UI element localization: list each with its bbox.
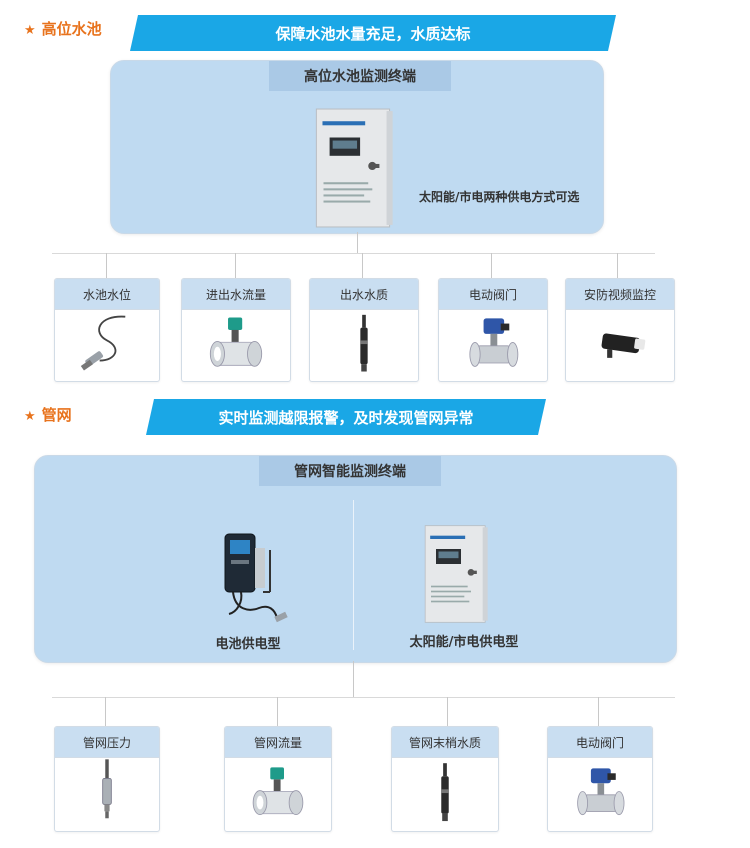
device-card-terminal-quality: 管网末梢水质 [391, 726, 499, 832]
flowmeter-icon [248, 763, 308, 825]
device-label: 电动阀门 [548, 727, 652, 758]
pressure-sensor-icon [94, 759, 120, 829]
device-label: 出水水质 [310, 279, 418, 310]
section1-panel-title: 高位水池监测终端 [269, 61, 451, 91]
water-quality-probe-icon [350, 313, 378, 377]
device-label: 进出水流量 [182, 279, 290, 310]
control-cabinet-icon [313, 107, 395, 229]
security-camera-icon [590, 323, 650, 367]
device-card-pipe-valve: 电动阀门 [547, 726, 653, 832]
section2-panel-title: 管网智能监测终端 [259, 456, 441, 486]
connector-line [447, 697, 448, 726]
section2-terminal-panel: 管网智能监测终端 电池供电型 太阳能/市电供电型 [34, 455, 677, 663]
electric-valve-icon [571, 763, 629, 825]
flowmeter-icon [205, 314, 267, 376]
battery-type-caption: 电池供电型 [215, 637, 281, 652]
solar-mains-type-caption: 太阳能/市电供电型 [409, 635, 519, 650]
connector-line [277, 697, 278, 726]
connector-line [491, 253, 492, 278]
connector-line [105, 697, 106, 726]
star-icon: ★ [24, 409, 36, 424]
device-card-pipe-flow: 管网流量 [224, 726, 332, 832]
device-card-water-level: 水池水位 [54, 278, 160, 382]
device-label: 水池水位 [55, 279, 159, 310]
electric-valve-icon [463, 314, 523, 376]
connector-line [362, 253, 363, 278]
connector-line [106, 253, 107, 278]
connector-line [353, 661, 354, 697]
connector-bus-line [52, 697, 675, 698]
battery-terminal-icon [219, 526, 299, 626]
device-label: 管网末梢水质 [392, 727, 498, 758]
level-sensor-icon [79, 313, 135, 377]
device-label: 管网流量 [225, 727, 331, 758]
device-card-camera: 安防视频监控 [565, 278, 675, 382]
device-card-pipe-pressure: 管网压力 [54, 726, 160, 832]
section1-terminal-panel: 高位水池监测终端 太阳能/市电两种供电方式可选 [110, 60, 604, 234]
section1-banner: 保障水池水量充足，水质达标 [130, 15, 616, 51]
device-label: 安防视频监控 [566, 279, 674, 310]
connector-line [617, 253, 618, 278]
device-card-valve: 电动阀门 [438, 278, 548, 382]
device-label: 管网压力 [55, 727, 159, 758]
connector-line [235, 253, 236, 278]
control-cabinet-icon [422, 524, 490, 624]
section1-power-note: 太阳能/市电两种供电方式可选 [419, 190, 580, 204]
water-quality-probe-icon [431, 761, 459, 827]
device-card-flow: 进出水流量 [181, 278, 291, 382]
panel-divider [353, 500, 354, 650]
connector-line [598, 697, 599, 726]
star-icon: ★ [24, 23, 36, 38]
section2-title: ★管网 [24, 406, 72, 424]
connector-bus-line [52, 253, 655, 254]
device-label: 电动阀门 [439, 279, 547, 310]
device-card-water-quality: 出水水质 [309, 278, 419, 382]
section2-banner: 实时监测越限报警，及时发现管网异常 [146, 399, 546, 435]
connector-line [357, 232, 358, 254]
section1-title: ★高位水池 [24, 20, 102, 38]
